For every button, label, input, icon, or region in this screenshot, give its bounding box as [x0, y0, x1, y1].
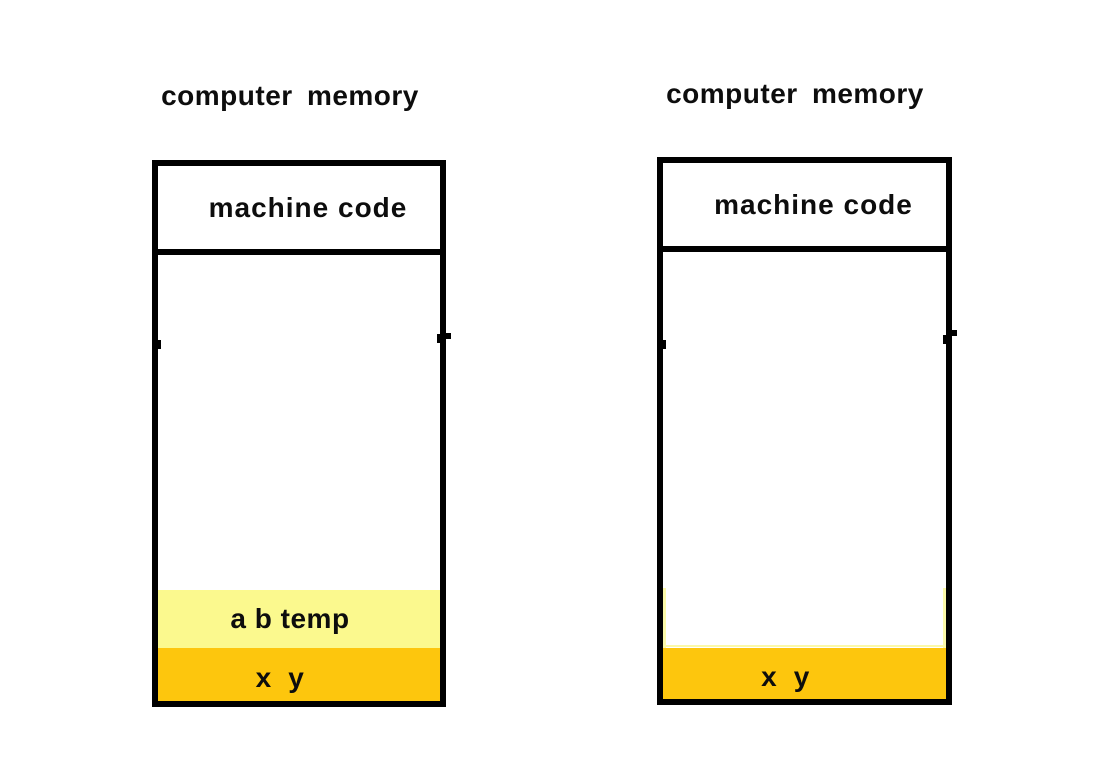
- temp-variables-label: a b temp: [230, 603, 350, 634]
- machine-code-label: machine code: [714, 188, 913, 220]
- border-notch: [158, 340, 161, 349]
- xy-variables-label: x y: [255, 661, 305, 693]
- divider-tick-mark: [446, 333, 451, 339]
- machine-code-section: machine code: [158, 166, 440, 249]
- erased-band-remnant-line: [663, 645, 946, 647]
- memory-box-right: machine code x y: [657, 157, 957, 705]
- border-notch: [663, 340, 666, 349]
- free-memory-region: [663, 252, 946, 648]
- divider-tick-mark: [952, 330, 957, 336]
- free-memory-region: [158, 255, 440, 590]
- erased-band-remnant-left: [663, 588, 666, 648]
- memory-box-left: machine code a b temp x y: [152, 160, 451, 707]
- xy-variables-band: x y: [663, 648, 946, 699]
- temp-variables-band: a b temp: [158, 590, 440, 648]
- border-notch: [943, 335, 946, 344]
- section-divider: [158, 249, 451, 339]
- border-notch: [437, 334, 440, 343]
- erased-band-remnant-right: [943, 588, 946, 648]
- diagram-title-right: computer memory: [666, 78, 924, 109]
- machine-code-label: machine code: [208, 191, 408, 223]
- machine-code-section: machine code: [663, 163, 946, 246]
- xy-variables-label: x y: [761, 660, 810, 692]
- section-divider: [663, 246, 957, 336]
- xy-variables-band: x y: [158, 648, 440, 701]
- diagram-title-left: computer memory: [161, 80, 419, 111]
